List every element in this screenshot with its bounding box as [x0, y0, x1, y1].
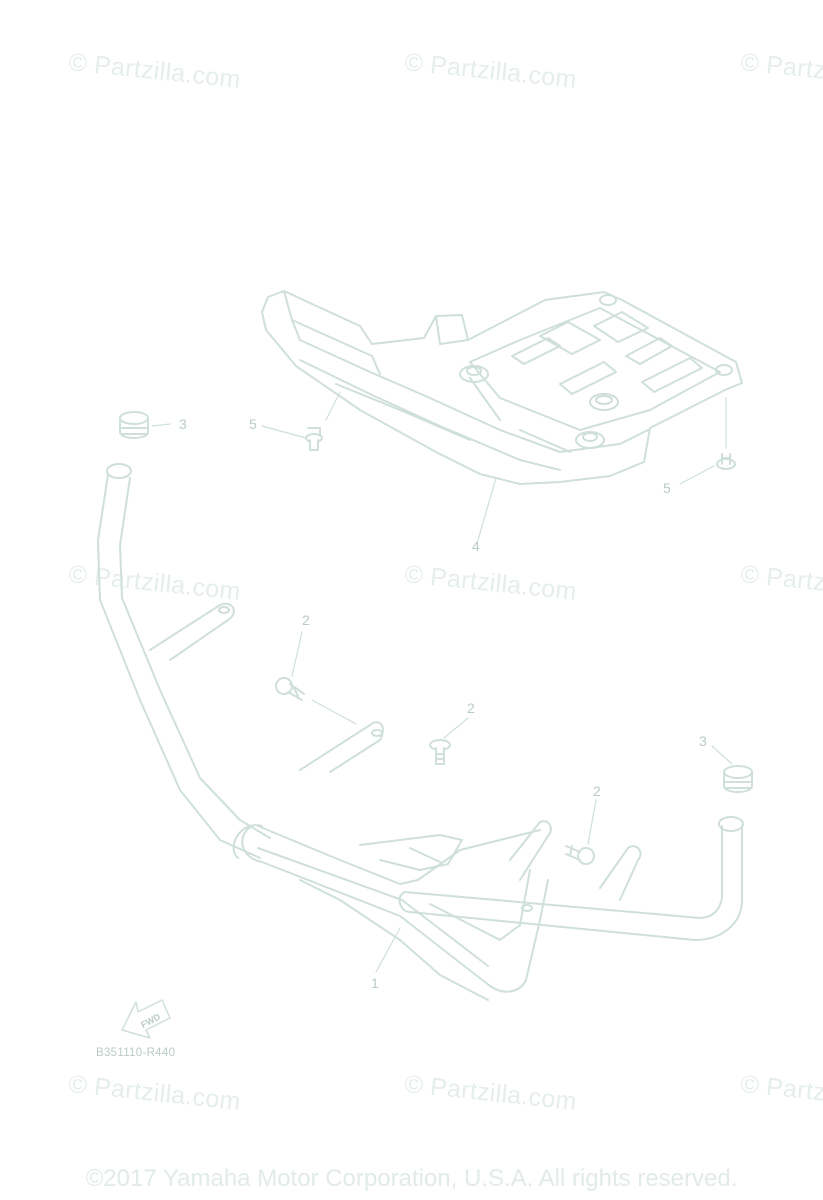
bolt-part — [716, 453, 736, 470]
cap-part — [723, 765, 753, 793]
callout-number: 3 — [179, 416, 187, 432]
diagram-code: B351110-R440 — [96, 1047, 176, 1059]
bolt-part — [565, 845, 595, 865]
callout-number: 3 — [699, 733, 707, 749]
callout-number: 2 — [302, 612, 310, 628]
leader-lines — [151, 391, 733, 973]
bolt-part — [275, 677, 305, 701]
callout-number: 5 — [249, 416, 257, 432]
callout-number: 2 — [593, 783, 601, 799]
guard-frame-part — [97, 463, 744, 1001]
fwd-arrow-icon — [121, 999, 171, 1039]
callout-number: 5 — [663, 480, 671, 496]
skid-plate-part — [261, 290, 743, 485]
bolt-part — [305, 427, 323, 451]
callout-number: 4 — [472, 538, 480, 554]
cap-part — [119, 411, 149, 439]
bolt-part — [429, 739, 451, 765]
copyright-notice: ©2017 Yamaha Motor Corporation, U.S.A. A… — [85, 1165, 738, 1192]
callout-number: 2 — [467, 700, 475, 716]
callout-number: 1 — [371, 975, 379, 991]
